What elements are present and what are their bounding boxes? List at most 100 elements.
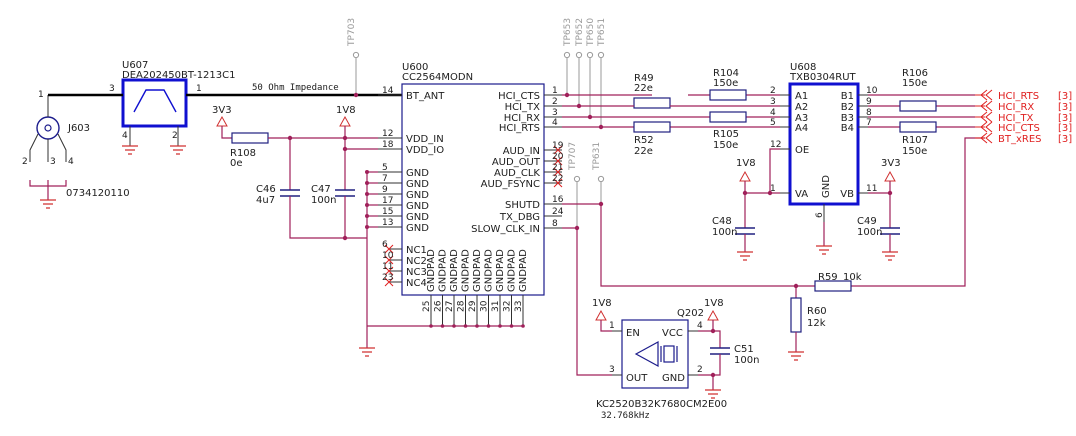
u600-pin-number: 3 bbox=[552, 108, 558, 118]
u600-pin-number: 15 bbox=[382, 207, 393, 217]
net-label-sheet-ref: [3] bbox=[1058, 91, 1072, 102]
u600-pin-number: 32 bbox=[503, 301, 513, 312]
u608-pin-name: B3 bbox=[841, 113, 854, 124]
u600-pin-number: 5 bbox=[382, 163, 388, 173]
u600-pin-name: BT_ANT bbox=[406, 91, 445, 102]
u607-pin3: 3 bbox=[109, 84, 115, 94]
r52-value: 22e bbox=[634, 146, 653, 157]
u608-pin-name: B1 bbox=[841, 91, 854, 102]
u608-ref: U608 bbox=[790, 62, 816, 73]
net-label: BT_xRES bbox=[998, 134, 1042, 145]
r106-value: 150e bbox=[902, 78, 927, 89]
q202-pin-gnd-num: 2 bbox=[697, 365, 703, 375]
tp631-label: TP631 bbox=[592, 142, 602, 171]
r60-value: 12k bbox=[807, 318, 826, 329]
u600-pin-name: AUD_FSYNC bbox=[481, 179, 540, 190]
net-label: HCI_RTS bbox=[998, 91, 1039, 102]
r108-value: 0e bbox=[230, 158, 243, 169]
u607-part: DEA202450BT-1213C1 bbox=[122, 70, 236, 81]
u600-pin-name: GNDPAD bbox=[518, 249, 529, 292]
c46-ref: C46 bbox=[256, 184, 276, 195]
u608-pin-number: 12 bbox=[770, 140, 781, 150]
u600-pin-name: SHUTD bbox=[505, 200, 540, 211]
c47-ref: C47 bbox=[311, 184, 331, 195]
u600-pin-number: 19 bbox=[552, 141, 564, 151]
u600-pin-name: GNDPAD bbox=[426, 249, 437, 292]
u600-pin-number: 12 bbox=[382, 129, 393, 139]
u600-pin-name: NC2 bbox=[406, 256, 427, 267]
r108-ref: R108 bbox=[230, 148, 256, 159]
j603-pin2: 2 bbox=[22, 157, 28, 167]
test-point-label: TP651 bbox=[597, 18, 607, 47]
u600-pin-name: NC3 bbox=[406, 267, 427, 278]
ground-symbol bbox=[40, 199, 56, 209]
c47-value: 100n bbox=[311, 195, 336, 206]
j603-pin4: 4 bbox=[68, 157, 74, 167]
hci-wiring: R49 22e R104 150e R52 22e R105 150e bbox=[562, 68, 780, 157]
u600-pin-name: GNDPAD bbox=[472, 249, 483, 292]
u600-pin-number: 20 bbox=[552, 152, 564, 162]
u607-pin4: 4 bbox=[122, 131, 128, 141]
u600-pin-name: AUD_IN bbox=[503, 146, 540, 157]
u600-pin-number: 22 bbox=[552, 174, 563, 184]
u600-pin-number: 31 bbox=[491, 301, 501, 312]
q202-ref: Q202 bbox=[677, 308, 704, 319]
c48-value: 100n bbox=[712, 227, 737, 238]
ground-symbol bbox=[882, 251, 898, 261]
u600-pin-number: 10 bbox=[382, 251, 394, 261]
u600-pin-name: GNDPAD bbox=[495, 249, 506, 292]
u600-pin-name: VDD_IO bbox=[406, 145, 444, 156]
u600-pin-number: 23 bbox=[382, 273, 393, 283]
power-1v8-label: 1V8 bbox=[336, 105, 356, 116]
ground-symbol bbox=[170, 145, 186, 155]
ground-symbol bbox=[122, 145, 138, 155]
impedance-note: 50 Ohm Impedance bbox=[252, 83, 339, 93]
u608-pin-number: 9 bbox=[866, 97, 872, 107]
u600-pin-name: HCI_RTS bbox=[499, 123, 540, 134]
u600-pin-number: 24 bbox=[552, 207, 564, 217]
ground-symbol bbox=[788, 351, 804, 361]
u600-pin-name: HCI_TX bbox=[505, 102, 541, 113]
r107-value: 150e bbox=[902, 146, 927, 157]
q202-frequency: 32.768kHz bbox=[601, 411, 650, 421]
r49-value: 22e bbox=[634, 83, 653, 94]
test-point-label: TP650 bbox=[586, 18, 596, 47]
u608-1v8-label: 1V8 bbox=[736, 158, 756, 169]
u608-pin-name: A1 bbox=[795, 91, 808, 102]
u600-pin-name: TX_DBG bbox=[499, 212, 540, 223]
u600-pin-number: 14 bbox=[382, 86, 394, 96]
u600-pin-name: NC4 bbox=[406, 278, 427, 289]
ground-symbol bbox=[705, 389, 721, 399]
u608-pin-name: OE bbox=[795, 145, 809, 156]
r104-ref: R104 bbox=[713, 68, 739, 79]
q202-pin-vcc-name: VCC bbox=[662, 328, 683, 339]
r108-resistor bbox=[231, 132, 269, 144]
c49-value: 100n bbox=[857, 227, 882, 238]
u608-gnd-name: GND bbox=[821, 175, 832, 198]
u600-pin-number: 6 bbox=[382, 240, 388, 250]
u600-part: CC2564MODN bbox=[402, 72, 473, 83]
r49-ref: R49 bbox=[634, 73, 654, 84]
q202-pin-vcc-num: 4 bbox=[697, 321, 703, 331]
u600-pin-name: HCI_CTS bbox=[498, 91, 540, 102]
j603-ref: J603 bbox=[67, 123, 90, 134]
u600-pin-name: GND bbox=[406, 168, 429, 179]
u600-pin-name: NC1 bbox=[406, 245, 427, 256]
u600-pin-name: GND bbox=[406, 212, 429, 223]
q202-pin-out-name: OUT bbox=[626, 373, 648, 384]
u607-ref: U607 bbox=[122, 60, 148, 71]
c51-ref: C51 bbox=[734, 344, 754, 355]
u600-pin-number: 16 bbox=[552, 195, 564, 205]
net-label-sheet-ref: [3] bbox=[1058, 113, 1072, 124]
r59-value: 10k bbox=[843, 272, 862, 283]
u608-3v3-label: 3V3 bbox=[881, 158, 901, 169]
u607-pin2: 2 bbox=[172, 131, 178, 141]
r105-value: 150e bbox=[713, 140, 738, 151]
tp703-label: TP703 bbox=[347, 18, 357, 47]
u600-pin-number: 28 bbox=[457, 300, 467, 312]
u600-pin-name: GNDPAD bbox=[484, 249, 495, 292]
u600-pin-name: GNDPAD bbox=[449, 249, 460, 292]
u608-pin-number: 5 bbox=[770, 118, 776, 128]
